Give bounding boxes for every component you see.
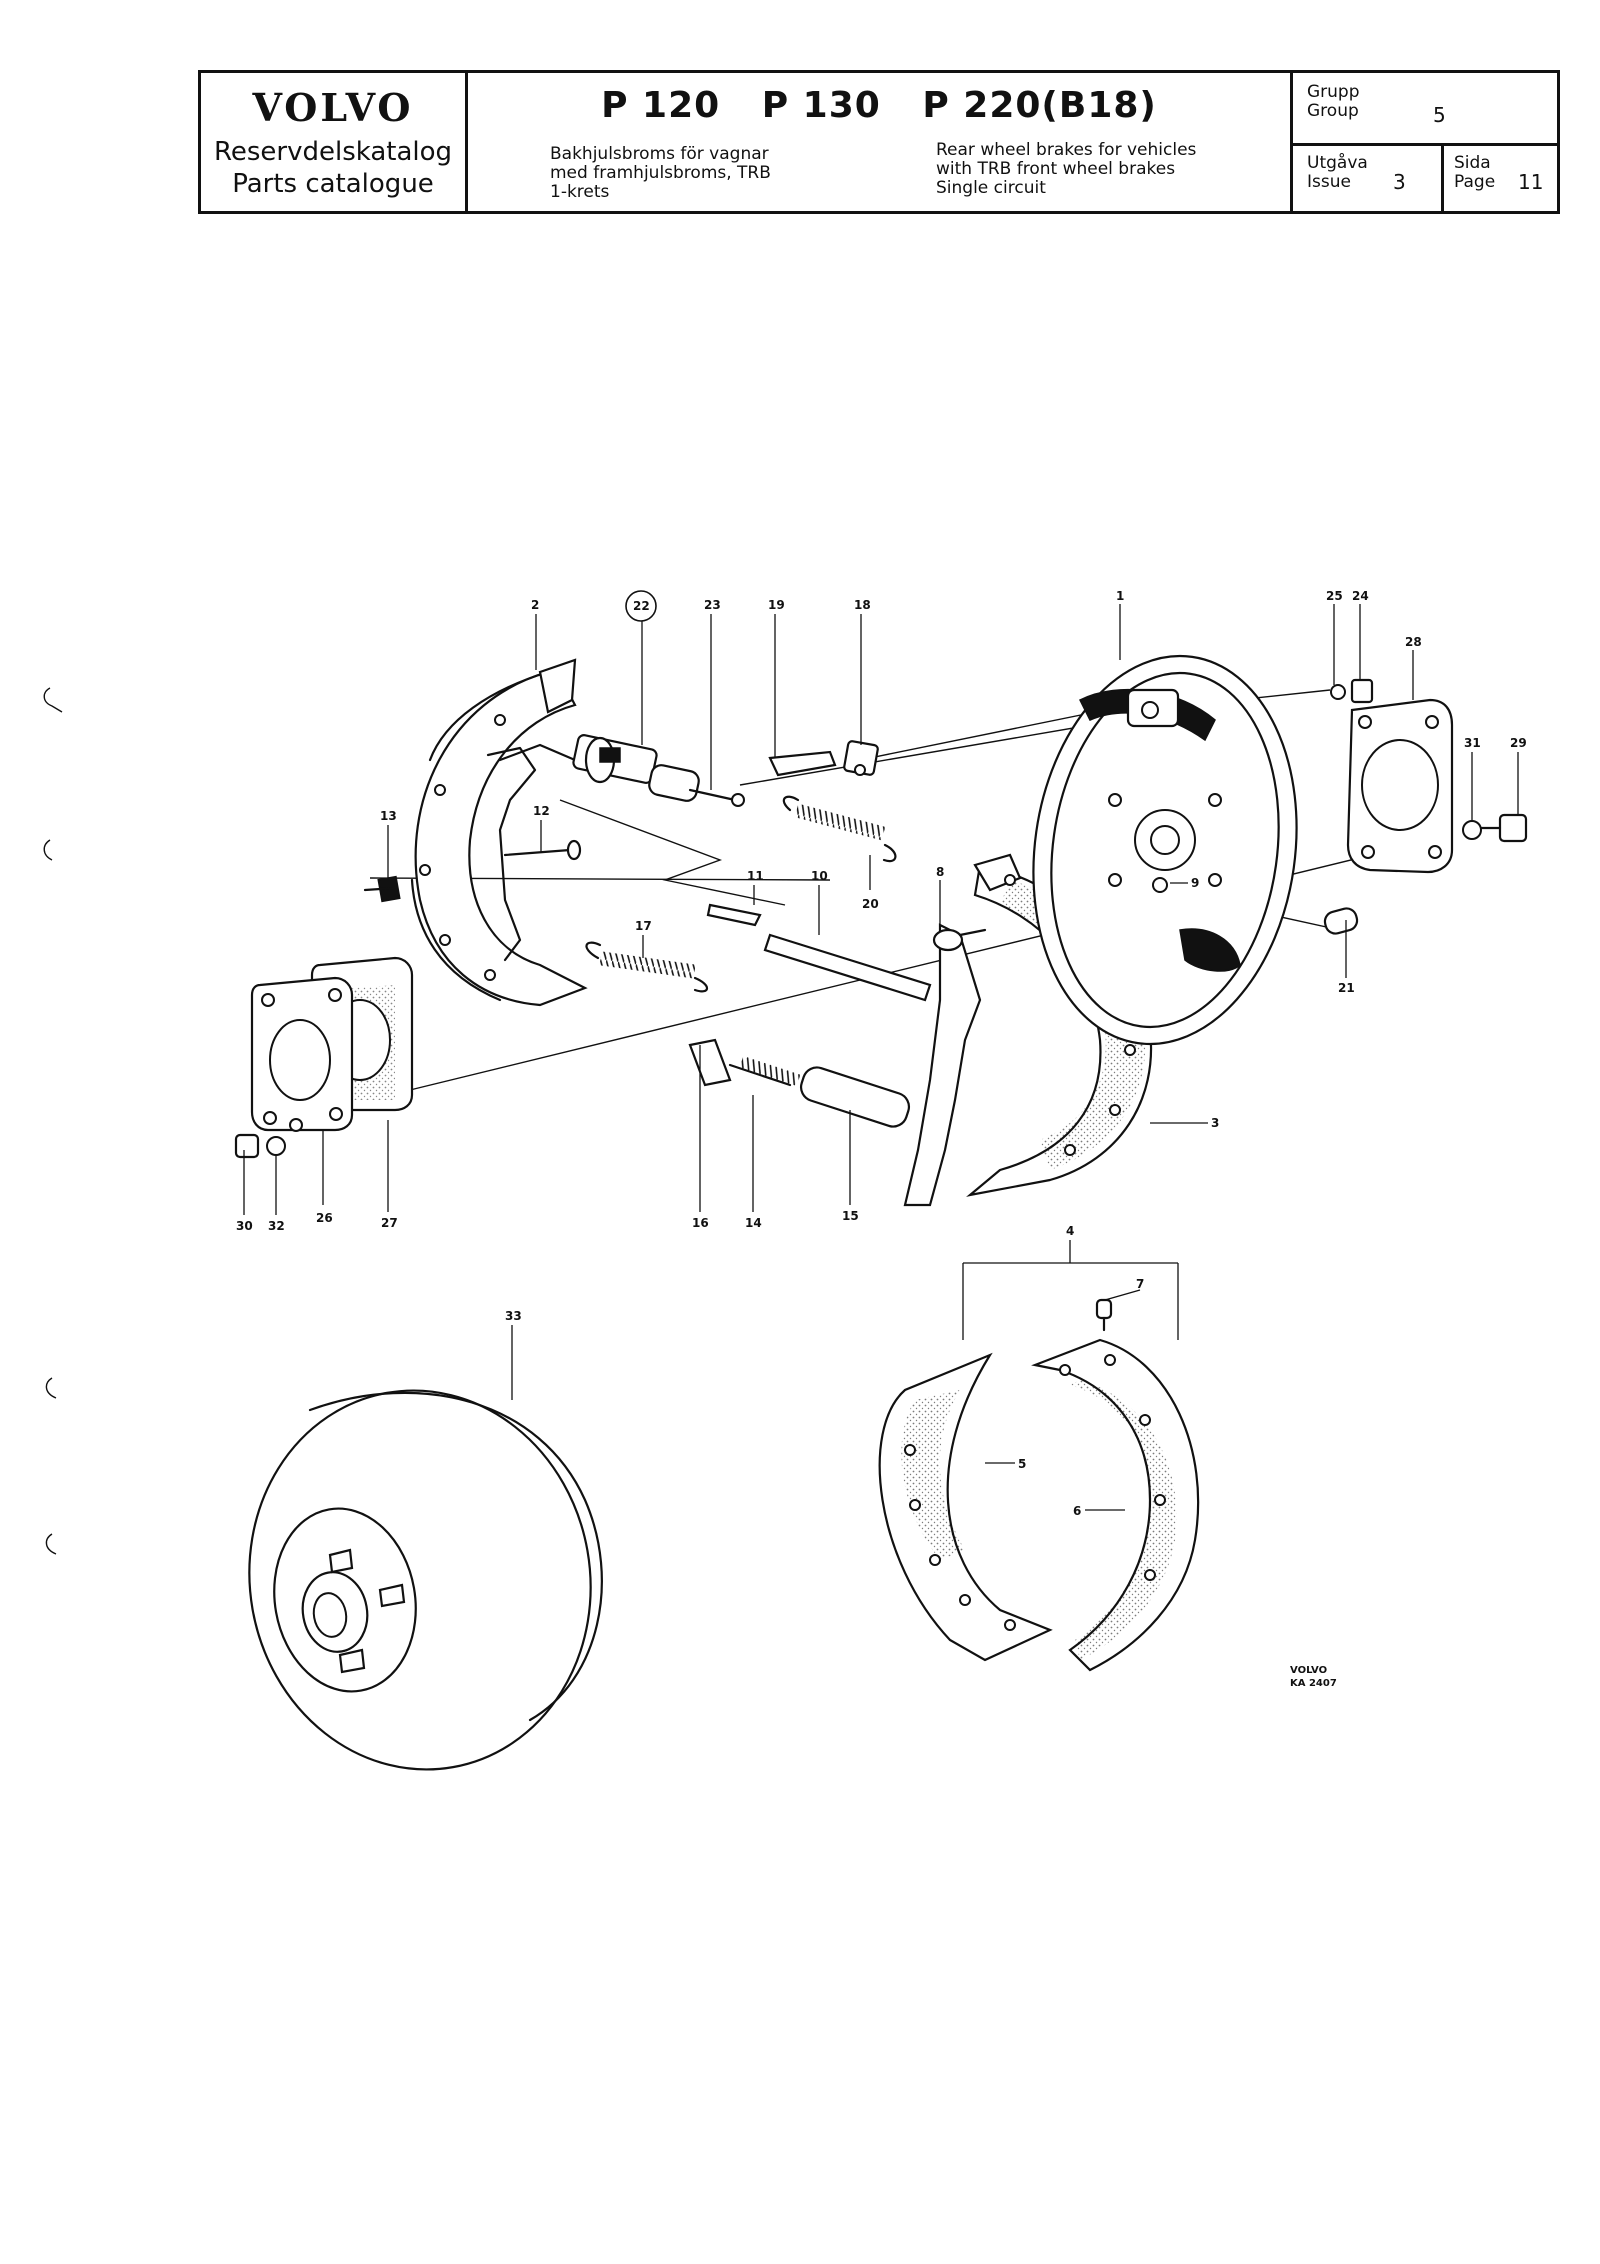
callout-13: 13 xyxy=(380,809,397,823)
callout-27: 27 xyxy=(381,1216,398,1230)
models-block: P 120 P 130 P 220(B18) Bakhjulsbroms för… xyxy=(468,73,1293,211)
plug xyxy=(1323,907,1359,935)
callout-15: 15 xyxy=(842,1209,859,1223)
callout-9: 9 xyxy=(1191,876,1199,890)
issue-label: Utgåva Issue xyxy=(1307,153,1368,192)
group-value: 5 xyxy=(1433,103,1446,127)
reference-block: Grupp Group 5 Utgåva Issue 3 Sida Page 1… xyxy=(1293,73,1557,211)
issue-page-row: Utgåva Issue 3 Sida Page 11 xyxy=(1293,146,1557,211)
callout-4: 4 xyxy=(1066,1224,1074,1238)
callout-17: 17 xyxy=(635,919,652,933)
catalog-title-en: Parts catalogue xyxy=(232,168,434,199)
page-label: Sida Page xyxy=(1454,153,1496,192)
catalog-title-sv: Reservdelskatalog xyxy=(213,136,453,167)
callout-3: 3 xyxy=(1211,1116,1219,1130)
mounting-hardware-right xyxy=(1330,678,1528,874)
page-cell: Sida Page 11 xyxy=(1444,146,1557,211)
callout-32: 32 xyxy=(268,1219,285,1233)
brake-shoe-left xyxy=(410,658,588,1007)
callout-26: 26 xyxy=(316,1211,333,1225)
callout-1: 1 xyxy=(1116,589,1124,603)
model-p120: P 120 xyxy=(601,85,721,126)
callout-21: 21 xyxy=(1338,981,1355,995)
adjuster-lever xyxy=(768,740,897,863)
group-label: Grupp Group xyxy=(1307,82,1360,121)
callout-16: 16 xyxy=(692,1216,709,1230)
catalog-header: VOLVO Reservdelskatalog Parts catalogue … xyxy=(198,70,1560,214)
callout-25: 25 xyxy=(1326,589,1343,603)
model-p220: P 220(B18) xyxy=(922,85,1157,126)
callout-11: 11 xyxy=(747,869,764,883)
callout-24: 24 xyxy=(1352,589,1369,603)
callout-12: 12 xyxy=(533,804,550,818)
bolt-and-clip xyxy=(363,839,582,903)
callout-33: 33 xyxy=(505,1309,522,1323)
callout-8: 8 xyxy=(936,865,944,879)
callout-19: 19 xyxy=(768,598,785,612)
callout-18: 18 xyxy=(854,598,871,612)
callout-22: 22 xyxy=(633,599,650,613)
callout-10: 10 xyxy=(811,869,828,883)
scan-margin-marks xyxy=(43,687,63,1555)
description-english: Rear wheel brakes for vehicles with TRB … xyxy=(936,140,1197,198)
stamp-brand: VOLVO xyxy=(1290,1665,1327,1676)
callout-22-circle xyxy=(625,590,657,622)
mounting-hardware-left xyxy=(234,956,414,1159)
callout-labels: 2 22 23 19 18 1 25 24 28 31 29 13 12 11 … xyxy=(236,589,1527,1518)
stamp-number: KA 2407 xyxy=(1290,1678,1337,1689)
callout-28: 28 xyxy=(1405,635,1422,649)
callout-23: 23 xyxy=(704,598,721,612)
handbrake-lever xyxy=(688,923,987,1207)
callout-14: 14 xyxy=(745,1216,762,1230)
leader-lines xyxy=(243,604,1519,1511)
callout-20: 20 xyxy=(862,897,879,911)
group-cell: Grupp Group 5 xyxy=(1293,73,1557,146)
callout-7: 7 xyxy=(1136,1277,1144,1291)
callout-5: 5 xyxy=(1018,1457,1026,1471)
description-swedish: Bakhjulsbroms för vagnar med framhjulsbr… xyxy=(550,144,771,202)
issue-value: 3 xyxy=(1393,170,1406,194)
volvo-logo: VOLVO xyxy=(252,84,414,130)
callout-30: 30 xyxy=(236,1219,253,1233)
wheel-cylinder xyxy=(498,734,745,807)
drawing-stamp: VOLVO KA 2407 xyxy=(1290,1665,1337,1689)
page-value: 11 xyxy=(1518,170,1544,194)
callout-6: 6 xyxy=(1073,1504,1081,1518)
return-spring-17 xyxy=(585,941,709,993)
model-p130: P 130 xyxy=(761,85,881,126)
back-plate xyxy=(1032,654,1298,1046)
push-rod xyxy=(706,903,932,1002)
model-list: P 120 P 130 P 220(B18) xyxy=(468,85,1290,126)
brake-linings xyxy=(878,1262,1200,1672)
callout-2: 2 xyxy=(531,598,539,612)
brand-block: VOLVO Reservdelskatalog Parts catalogue xyxy=(201,73,468,211)
brake-drum xyxy=(248,1389,603,1771)
callout-31: 31 xyxy=(1464,736,1481,750)
callout-29: 29 xyxy=(1510,736,1527,750)
issue-cell: Utgåva Issue 3 xyxy=(1293,146,1444,211)
